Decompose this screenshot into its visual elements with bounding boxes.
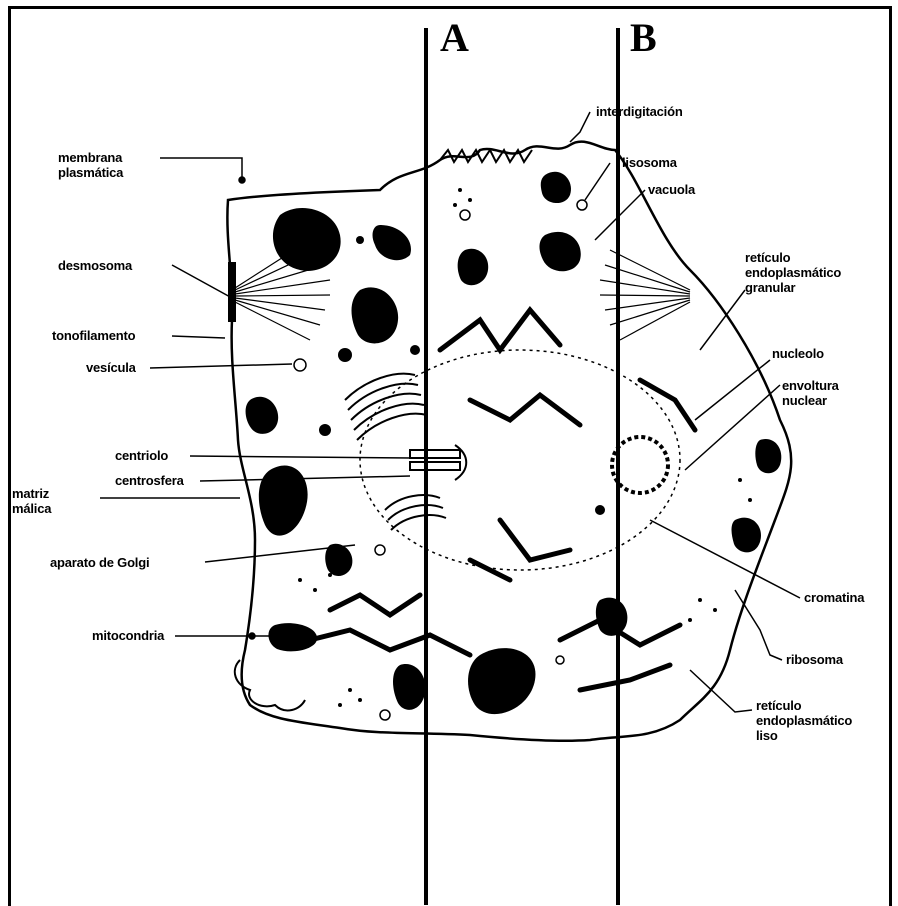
leader-tonofilamento [172,336,225,338]
label-ribosoma: ribosoma [786,652,843,667]
leader-cromatina [650,520,800,598]
label-mitocondria: mitocondria [92,628,164,643]
label-membrana: membrana plasmática [58,150,123,180]
leader-membrana [160,158,242,180]
label-envoltura: envoltura nuclear [782,378,839,408]
leader-lines [100,112,800,712]
cut-label-b: B [630,18,657,58]
label-cromatina: cromatina [804,590,864,605]
right-desmosome-fibers [600,250,690,340]
leader-centriolo [190,456,412,458]
label-centrosfera: centrosfera [115,473,184,488]
label-interdigitacion: interdigitación [596,104,683,119]
nucleolus [612,437,668,493]
label-golgi: aparato de Golgi [50,555,149,570]
cut-label-a: A [440,18,469,58]
endoplasmic-reticulum [310,310,695,690]
leader-centrosfera [200,476,410,481]
bottom-protrusion [235,660,305,710]
leader-ribosoma [735,590,782,660]
label-tonofilamento: tonofilamento [52,328,135,343]
leader-desmosoma [172,265,232,298]
label-centriolo: centriolo [115,448,168,463]
centrioles [410,445,466,480]
label-reticulo-liso: retículo endoplasmático liso [756,698,852,743]
leader-nucleolo [695,360,770,420]
desmosome-plaque [228,262,236,322]
label-vacuola: vacuola [648,182,695,197]
label-reticulo-granular: retículo endoplasmático granular [745,250,841,295]
label-nucleolo: nucleolo [772,346,824,361]
label-desmosoma: desmosoma [58,258,132,273]
dark-organelles [246,172,782,714]
label-matriz: matriz málica [12,486,51,516]
leader-reticulo-granular [700,290,745,350]
label-vesicula: vesícula [86,360,136,375]
leader-interdigitacion [570,112,590,142]
label-lisosoma: lisosoma [622,155,677,170]
leader-vesicula [150,364,292,368]
ribosome-dots [298,188,752,707]
leader-lisosoma [585,163,610,200]
